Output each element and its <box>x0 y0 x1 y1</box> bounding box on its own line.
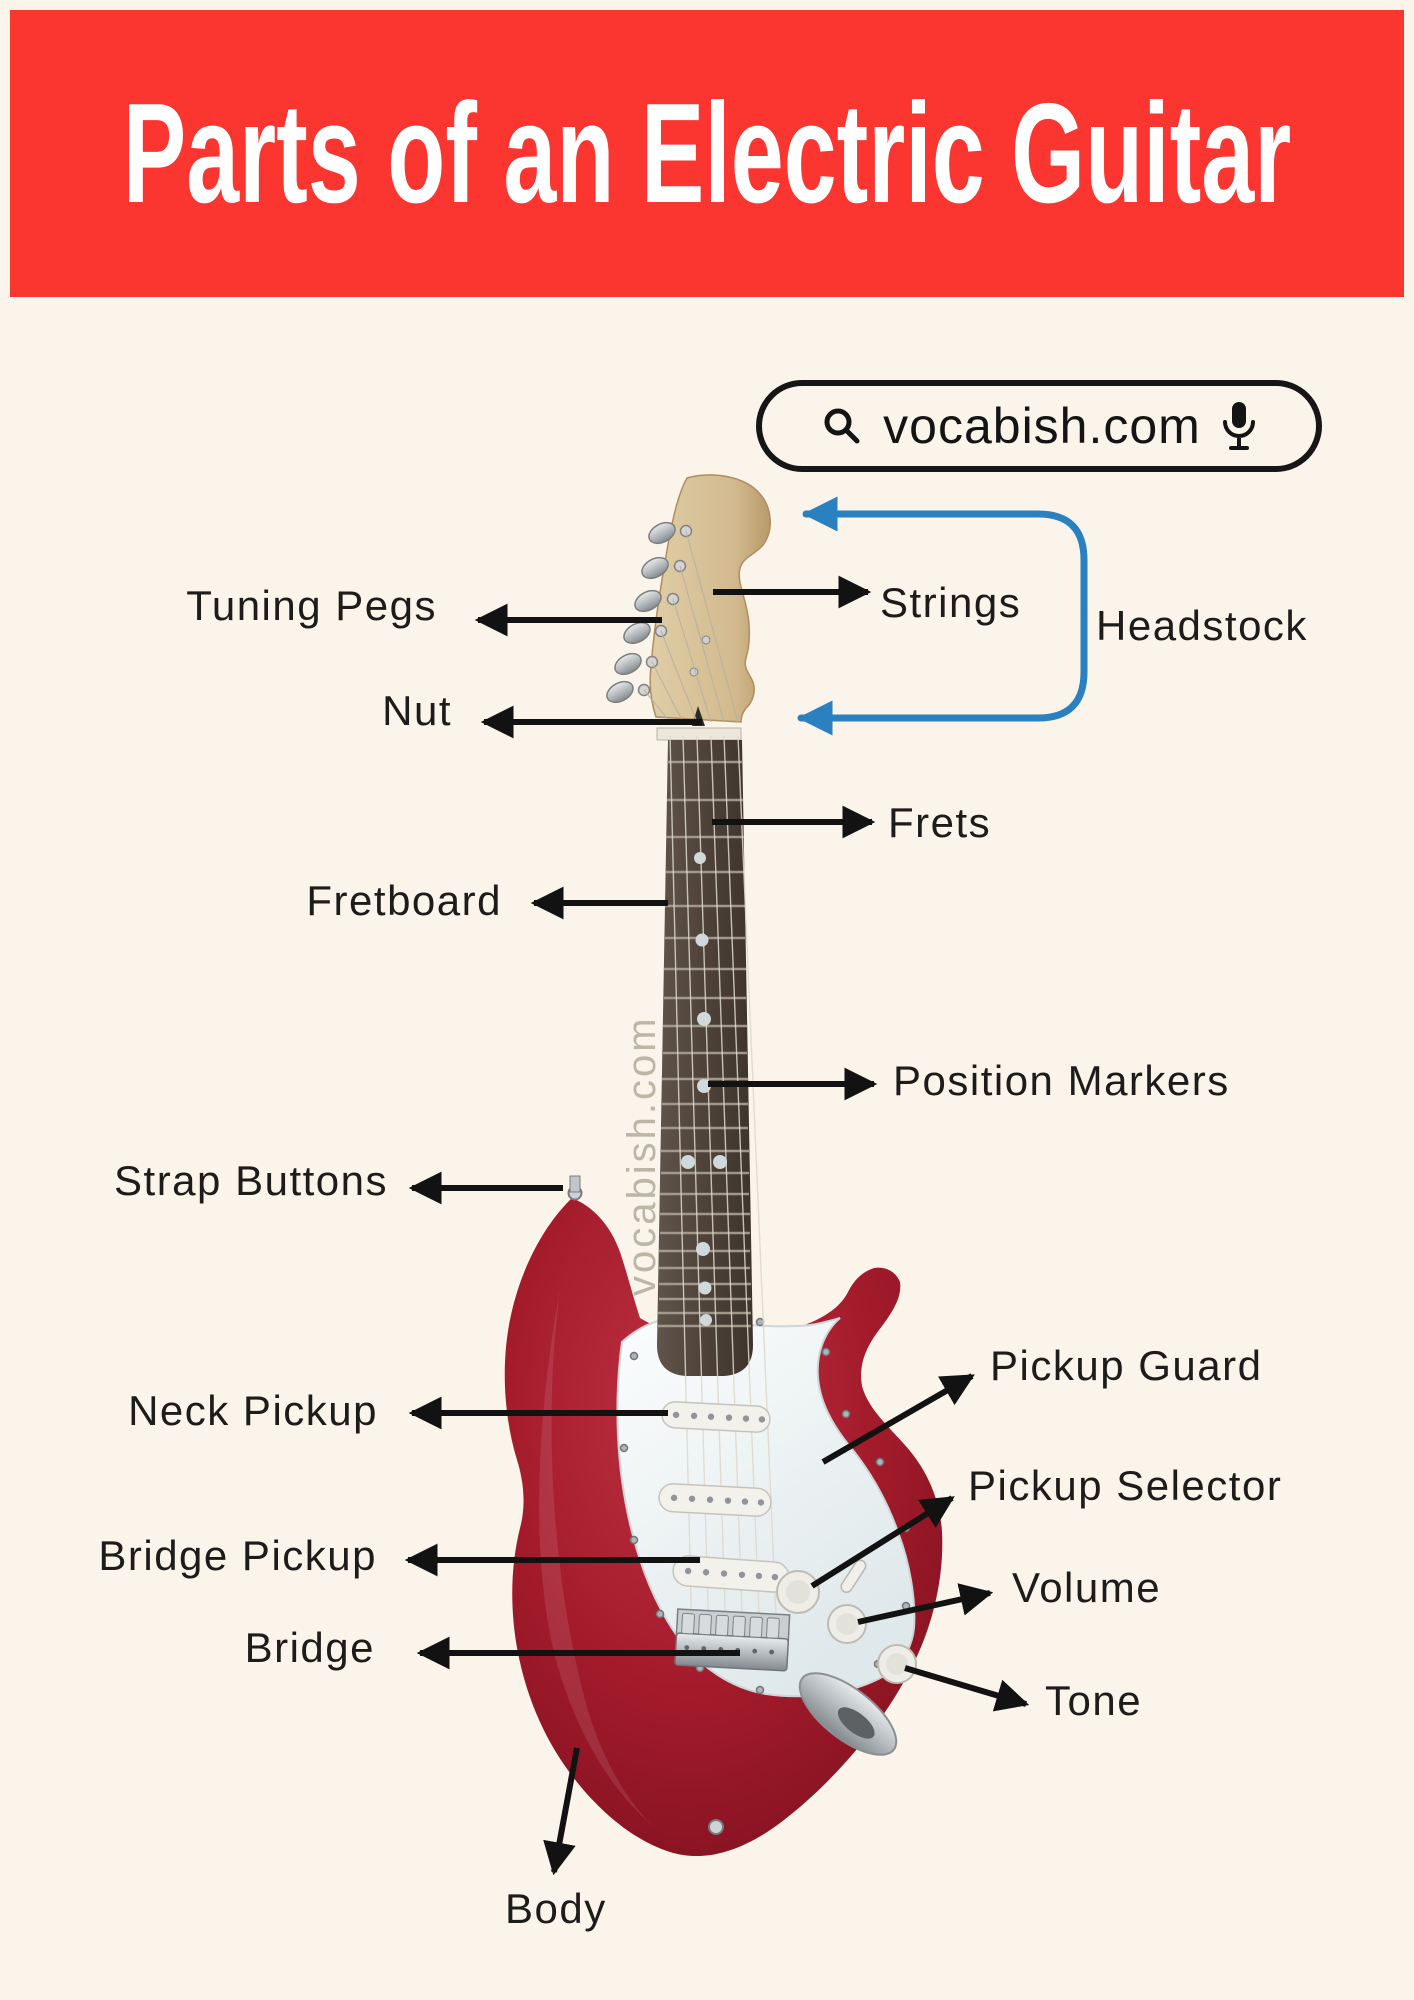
arrow-volume <box>857 1583 994 1625</box>
output-jack <box>798 1672 898 1756</box>
label-pickup-guard: Pickup Guard <box>990 1342 1263 1389</box>
strap-button-bottom <box>708 1819 724 1835</box>
volume-knob <box>776 1570 820 1614</box>
website-search-pill[interactable]: vocabish.com <box>756 380 1322 472</box>
neck-pickup <box>661 1401 771 1433</box>
label-headstock: Headstock <box>1096 602 1308 649</box>
website-url-text: vocabish.com <box>883 398 1201 454</box>
label-nut: Nut <box>382 687 452 734</box>
string-guide <box>701 635 711 645</box>
label-position-markers: Position Markers <box>893 1057 1230 1104</box>
middle-pickup <box>658 1483 772 1517</box>
headstock-strings <box>643 530 739 723</box>
arrow-pickup-selector <box>810 1495 955 1589</box>
page-title: Parts of an Electric Guitar <box>122 73 1292 233</box>
microphone-icon <box>1222 402 1255 450</box>
headstock-bracket-bottom <box>797 612 1088 736</box>
body-highlight <box>539 1290 655 1828</box>
guitar-photo <box>504 474 943 1857</box>
bridge <box>674 1608 791 1672</box>
arrow-tone <box>904 1665 1030 1712</box>
arrow-body <box>543 1747 580 1876</box>
label-bridge: Bridge <box>244 1624 375 1671</box>
tone-knob-1 <box>827 1604 867 1644</box>
callout-arrows <box>404 575 1030 1876</box>
label-strap-buttons: Strap Buttons <box>114 1157 388 1204</box>
fretboard <box>657 740 753 1376</box>
label-tone: Tone <box>1045 1677 1143 1724</box>
label-strings: Strings <box>880 579 1022 626</box>
label-volume: Volume <box>1012 1564 1162 1611</box>
arrow-pickup-guard <box>821 1373 975 1465</box>
label-bridge-pickup: Bridge Pickup <box>98 1532 377 1579</box>
header-banner: Parts of an Electric Guitar <box>10 10 1404 297</box>
label-body: Body <box>505 1885 607 1932</box>
label-fretboard: Fretboard <box>306 877 502 924</box>
label-pickup-selector: Pickup Selector <box>968 1462 1283 1509</box>
watermark-text: vocabish.com <box>620 1015 664 1296</box>
tone-knob-2 <box>877 1644 917 1684</box>
headstock-bracket <box>797 496 1088 736</box>
magnifier-icon <box>824 408 860 444</box>
headstock <box>649 474 771 723</box>
strap-button-top-post <box>569 1175 581 1193</box>
position-markers <box>681 852 727 1326</box>
pickup-selector-switch <box>840 1559 867 1594</box>
label-tuning-pegs: Tuning Pegs <box>186 582 437 629</box>
pickguard-screws <box>619 1315 911 1695</box>
headstock-bracket-top <box>802 496 1088 620</box>
label-frets: Frets <box>888 799 992 846</box>
label-neck-pickup: Neck Pickup <box>128 1387 378 1434</box>
